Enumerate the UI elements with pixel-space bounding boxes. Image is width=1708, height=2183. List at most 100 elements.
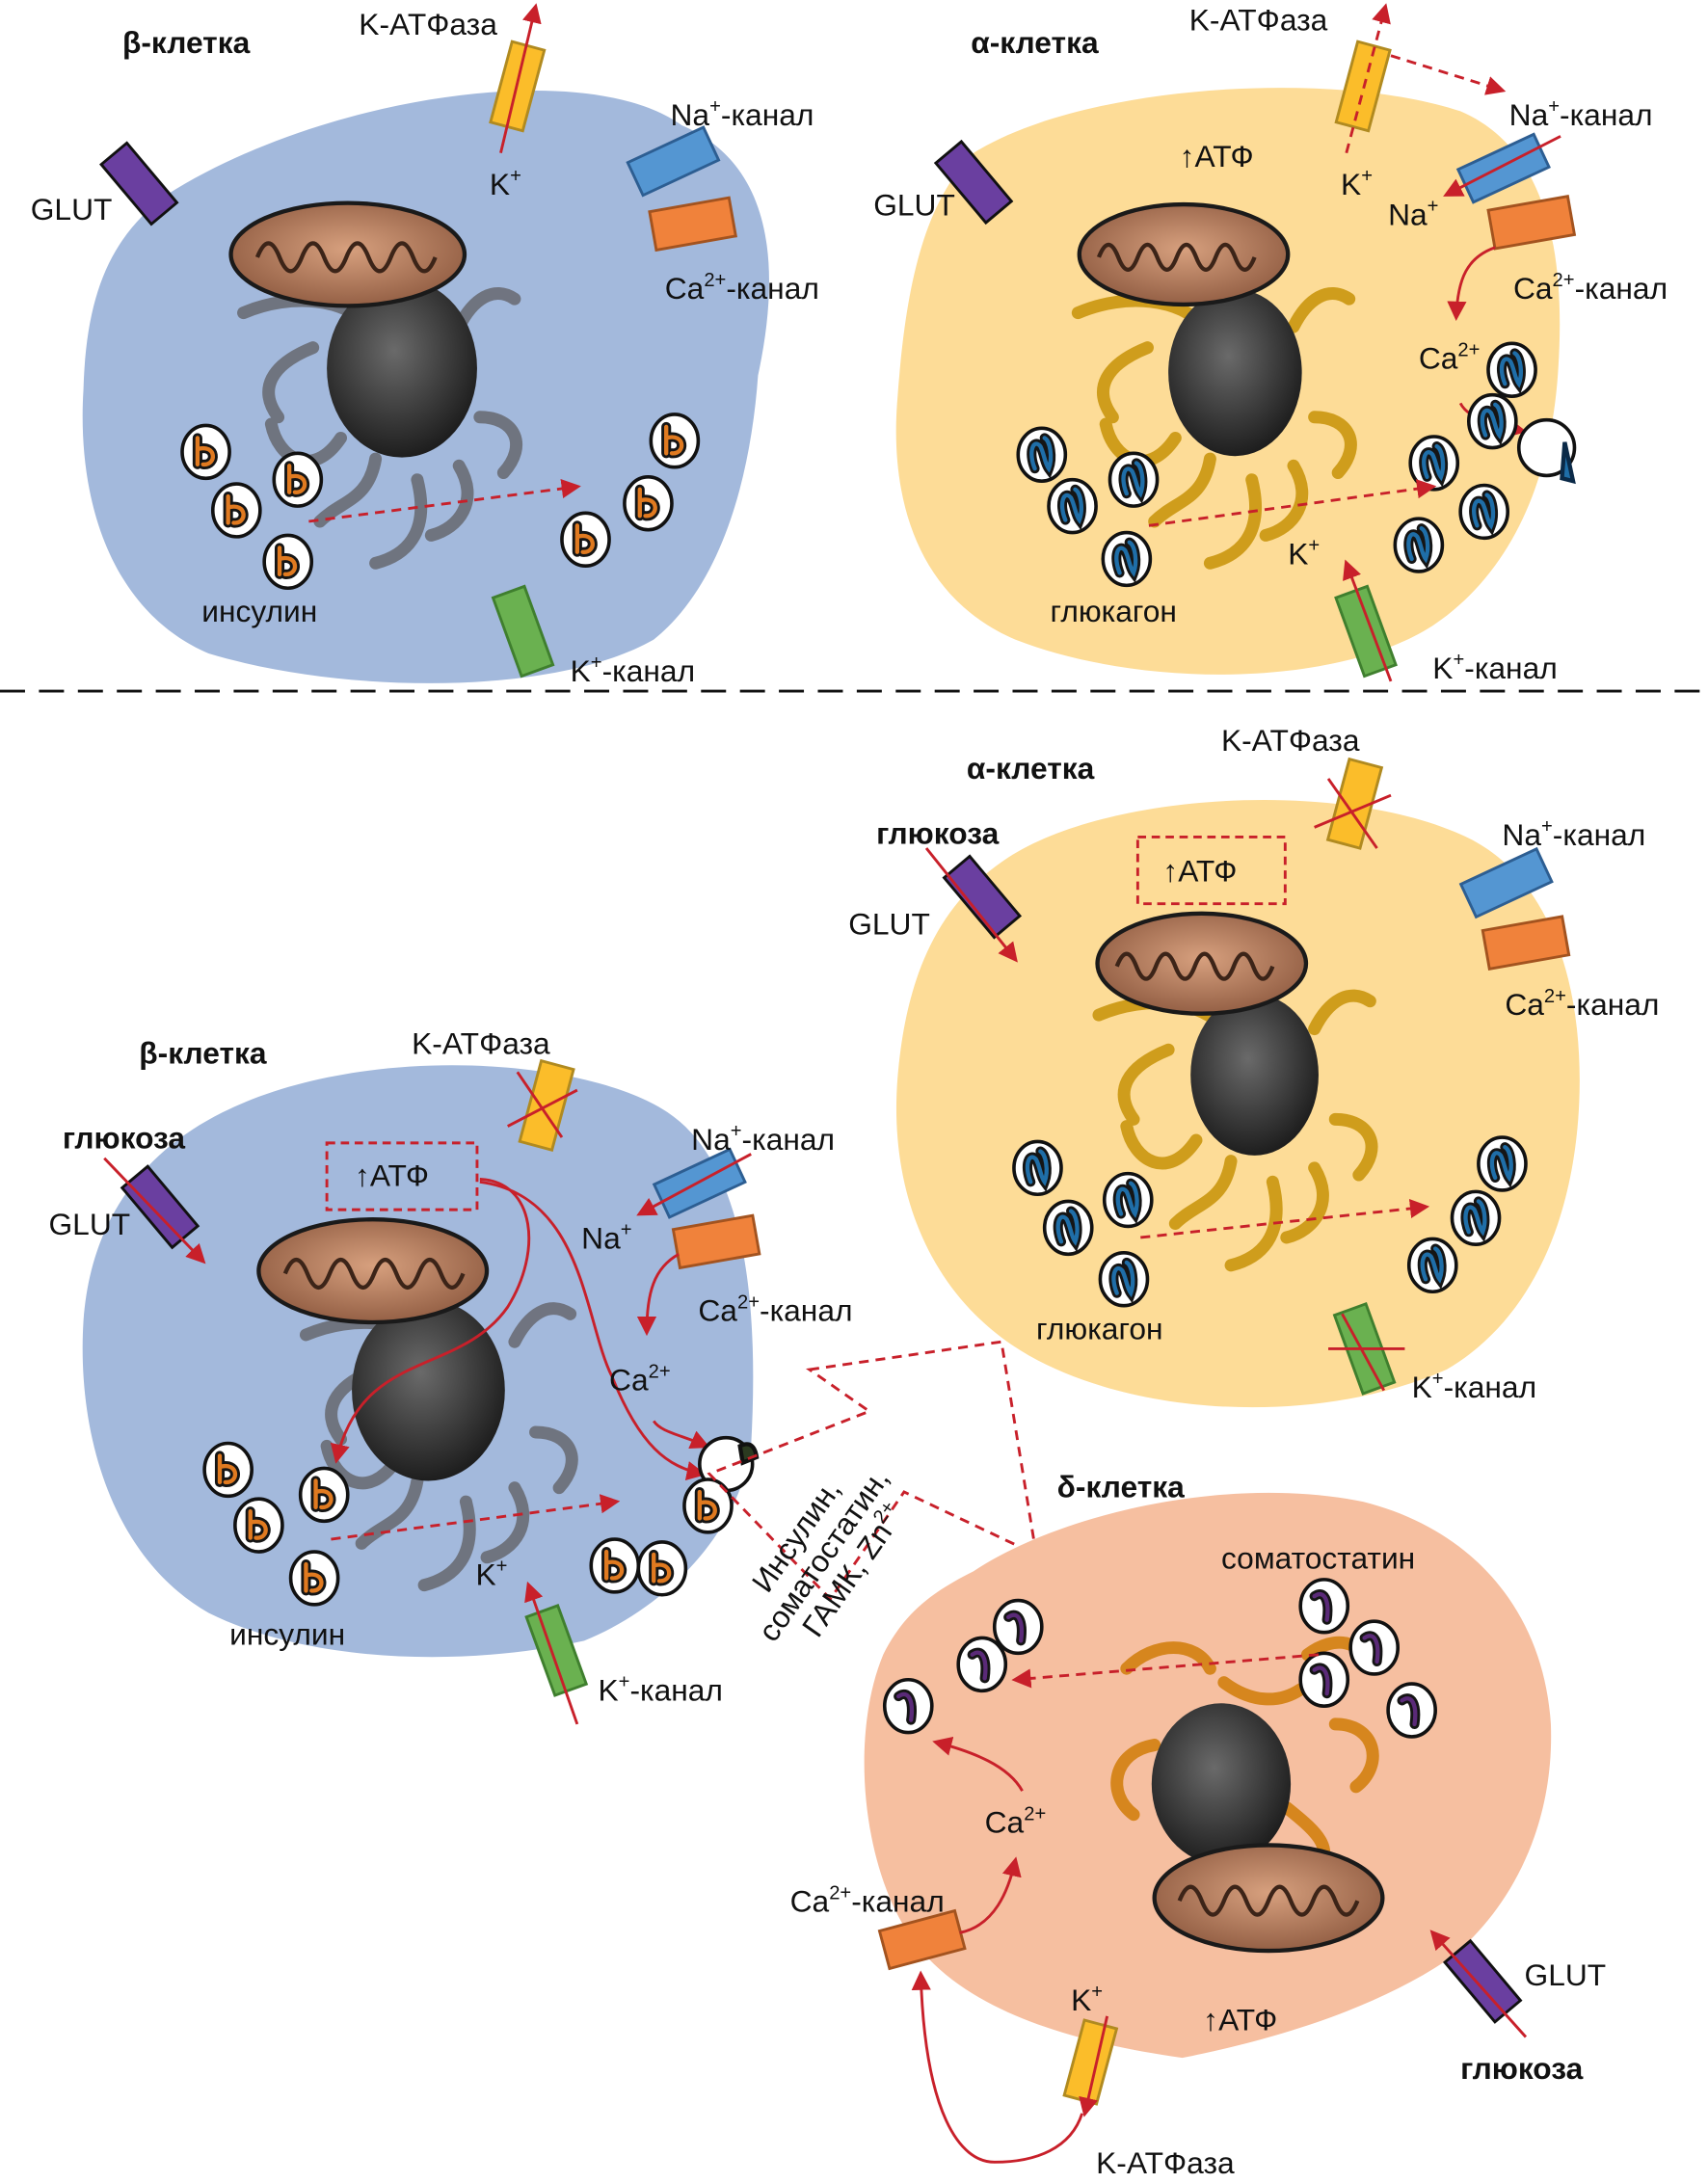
pump-to-ca-channel-arrow <box>911 1970 1084 2164</box>
k-efflux-arrow <box>499 3 542 154</box>
glucagon-granules <box>1016 341 1537 588</box>
k-atpase-label: K-ATФаза <box>1221 723 1360 758</box>
somatostatin-granules <box>882 1578 1437 1739</box>
glucagon-granule <box>1012 1139 1063 1197</box>
insulin-granule <box>180 423 231 481</box>
cell-title: α-клетка <box>967 751 1095 785</box>
somatostatin-granule <box>1298 1578 1350 1635</box>
ca-channel <box>1481 915 1571 971</box>
glucagon-granule <box>1042 1199 1094 1257</box>
glut-transporter <box>933 139 1014 226</box>
glucagon-granule <box>1047 477 1098 535</box>
insulin-granules <box>202 1441 734 1607</box>
glucagon-granule <box>1458 483 1510 541</box>
insulin-granule <box>649 413 701 469</box>
insulin-granule <box>288 1550 340 1607</box>
glucose-label: глюкоза <box>876 816 999 851</box>
glut-label: GLUT <box>49 1207 131 1241</box>
insulin-granule <box>298 1466 350 1524</box>
k-influx-arrow <box>1079 2015 1109 2117</box>
ca-ion-label: Ca2+ <box>1419 339 1481 375</box>
insulin-granule <box>623 475 674 532</box>
somatostatin-granule <box>1348 1619 1401 1676</box>
ca-channel-label: Ca2+-канал <box>665 270 819 306</box>
k-efflux-arrow-dashed <box>1345 3 1391 154</box>
ca-channel-label: Ca2+-канал <box>790 1883 945 1919</box>
glucagon-granule <box>1486 341 1537 398</box>
released-insulin <box>737 1442 760 1466</box>
granule-label: глюкагон <box>1050 594 1176 628</box>
glucagon-granules <box>1012 1135 1528 1308</box>
nucleus <box>1151 1703 1292 1865</box>
granule-label: соматостатин <box>1221 1540 1415 1575</box>
top-alpha-cell: GLUT α-клетка K-ATФаза K+ ↑АТФ Na+-канал… <box>873 3 1668 685</box>
released-glucagon <box>1560 441 1576 485</box>
ca-channel <box>648 196 738 253</box>
k-atpase-label: K-ATФаза <box>412 1026 550 1061</box>
glucagon-granule <box>1406 1237 1458 1294</box>
atp-increase-label: ↑АТФ <box>1203 2002 1277 2037</box>
na-influx-arrow <box>1443 135 1561 197</box>
cell-title: α-клетка <box>971 25 1099 60</box>
glucose-label: глюкоза <box>1460 2051 1583 2086</box>
nucleus <box>352 1299 505 1481</box>
k-channel <box>491 584 555 679</box>
ca-channel <box>1486 195 1577 251</box>
glucagon-granule <box>1108 451 1160 508</box>
somatostatin-granule <box>1386 1682 1437 1739</box>
glut-label: GLUT <box>31 192 113 226</box>
insulin-granule <box>233 1497 284 1554</box>
glucagon-granule <box>1101 530 1153 588</box>
atp-to-exocytosis-arrow <box>479 1180 707 1480</box>
k-ion-label: K+ <box>1071 1982 1103 2017</box>
glucagon-granule <box>1098 1251 1150 1308</box>
glucose-influx-arrow <box>924 847 1018 963</box>
insulin-granule <box>202 1441 254 1499</box>
atp-increase-label: ↑АТФ <box>1162 854 1237 889</box>
inhibited-cross-icon <box>1314 778 1392 849</box>
somatostatin-granule <box>882 1677 934 1735</box>
k-ion-label: K+ <box>1341 166 1373 201</box>
somatostatin-granule <box>956 1636 1008 1693</box>
k-channel-label: K+-канал <box>571 652 695 688</box>
insulin-granule <box>272 451 324 508</box>
mitochondrion <box>1152 1843 1385 1954</box>
na-channel-label: Na+-канал <box>1502 816 1645 852</box>
bottom-beta-cell: β-клетка глюкоза GLUT K-ATФаза ↑АТФ Na+-… <box>49 1026 853 1725</box>
mitochondrion <box>1095 911 1309 1016</box>
na-channel <box>626 125 721 198</box>
glucagon-granule <box>1450 1189 1502 1246</box>
delta-cell: δ-клетка соматостатин Ca2+ Ca2+-канал K+… <box>790 1470 1607 2180</box>
atp-box <box>325 1141 479 1211</box>
k-efflux-arrow <box>524 1581 579 1725</box>
ca-ion-label: Ca2+ <box>609 1362 671 1398</box>
insulin-granule <box>560 511 611 568</box>
exocytosis-vesicle <box>1516 417 1577 478</box>
top-beta-cell: GLUT β-клетка K-ATФаза K+ Na+-канал Ca2+… <box>31 3 819 688</box>
atp-to-granule-arrow <box>330 1177 531 1464</box>
atp-increase-label: ↑АТФ <box>1180 139 1254 173</box>
ca-influx-arrow <box>1447 246 1496 321</box>
granule-transport-arrow <box>1148 479 1437 527</box>
glut-label: GLUT <box>873 188 955 223</box>
signal-arrow-outline <box>707 1340 1038 1602</box>
k-ion-label: K+ <box>476 1557 508 1592</box>
na-ion-label: Na+ <box>1388 197 1438 232</box>
k-atpase-label: K-ATФаза <box>1189 3 1328 38</box>
k-channel <box>524 1604 589 1697</box>
mitochondrion <box>256 1217 490 1325</box>
granule-transport-arrow <box>331 1494 621 1541</box>
granule-transport-arrow <box>308 478 581 523</box>
glut-label: GLUT <box>1525 1957 1607 1992</box>
pump-to-na-arrow <box>1390 54 1507 95</box>
nucleus <box>1190 994 1319 1156</box>
na-influx-arrow <box>636 1153 752 1216</box>
k-channel-label: K+-канал <box>598 1671 722 1707</box>
ca-ion-label: Ca2+ <box>985 1803 1047 1839</box>
inhibited-cross-icon <box>507 1071 578 1138</box>
insulin-granule <box>682 1478 734 1534</box>
glucose-influx-arrow <box>1429 1930 1528 2038</box>
atp-increase-label: ↑АТФ <box>355 1158 429 1193</box>
ca-influx-arrow <box>636 1253 680 1337</box>
granule-label: инсулин <box>229 1617 345 1652</box>
